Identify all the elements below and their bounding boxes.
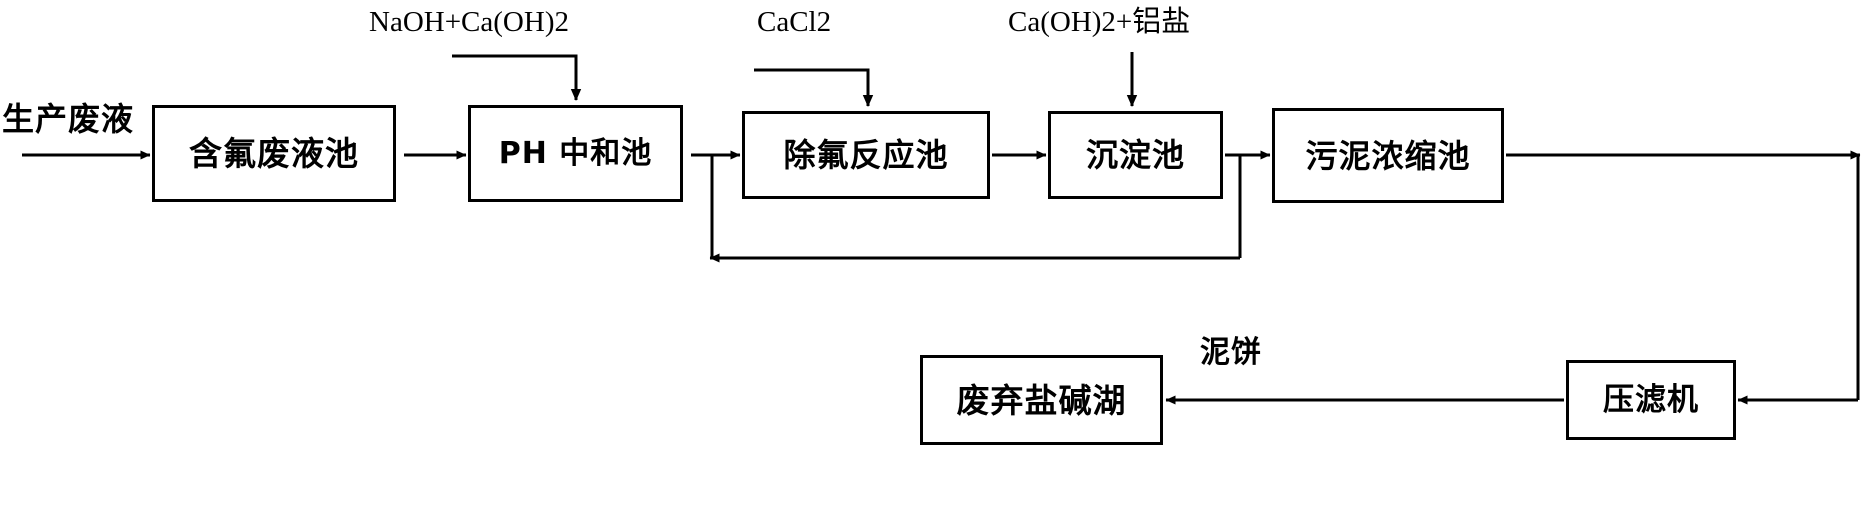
inlet-label: 生产废液 (2, 100, 135, 138)
node-filter-press[interactable]: 压滤机 (1566, 360, 1736, 440)
reagent-label-cacl2: CaCl2 (757, 6, 832, 38)
node-fluoride-waste-tank[interactable]: 含氟废液池 (152, 105, 396, 202)
node-label-sedimentation-tank: 沉淀池 (1085, 136, 1185, 174)
node-label-ph-neutralization-tank: PH 中和池 (498, 135, 653, 171)
reagent-label-naoh-caoh2: NaOH+Ca(OH)2 (369, 6, 569, 38)
edge-label-mud-cake: 泥饼 (1200, 335, 1262, 370)
node-label-defluoridation-reactor: 除氟反应池 (783, 136, 949, 174)
reagent-label-caoh2-aluminum-salt: Ca(OH)2+铝盐 (1008, 6, 1191, 38)
node-label-fluoride-waste-tank: 含氟废液池 (189, 134, 359, 173)
node-ph-neutralization-tank[interactable]: PH 中和池 (468, 105, 683, 202)
node-sedimentation-tank[interactable]: 沉淀池 (1048, 111, 1223, 199)
node-defluoridation-reactor[interactable]: 除氟反应池 (742, 111, 990, 199)
node-label-filter-press: 压滤机 (1603, 381, 1699, 418)
node-label-waste-salt-alkali-lake: 废弃盐碱湖 (956, 380, 1127, 420)
edge-reagent-naoh-elbow (452, 54, 582, 101)
node-sludge-thickener[interactable]: 污泥浓缩池 (1272, 108, 1504, 203)
node-waste-salt-alkali-lake[interactable]: 废弃盐碱湖 (920, 355, 1163, 445)
edge-reagent-cacl2-elbow (754, 68, 874, 107)
node-label-sludge-thickener: 污泥浓缩池 (1305, 136, 1471, 175)
